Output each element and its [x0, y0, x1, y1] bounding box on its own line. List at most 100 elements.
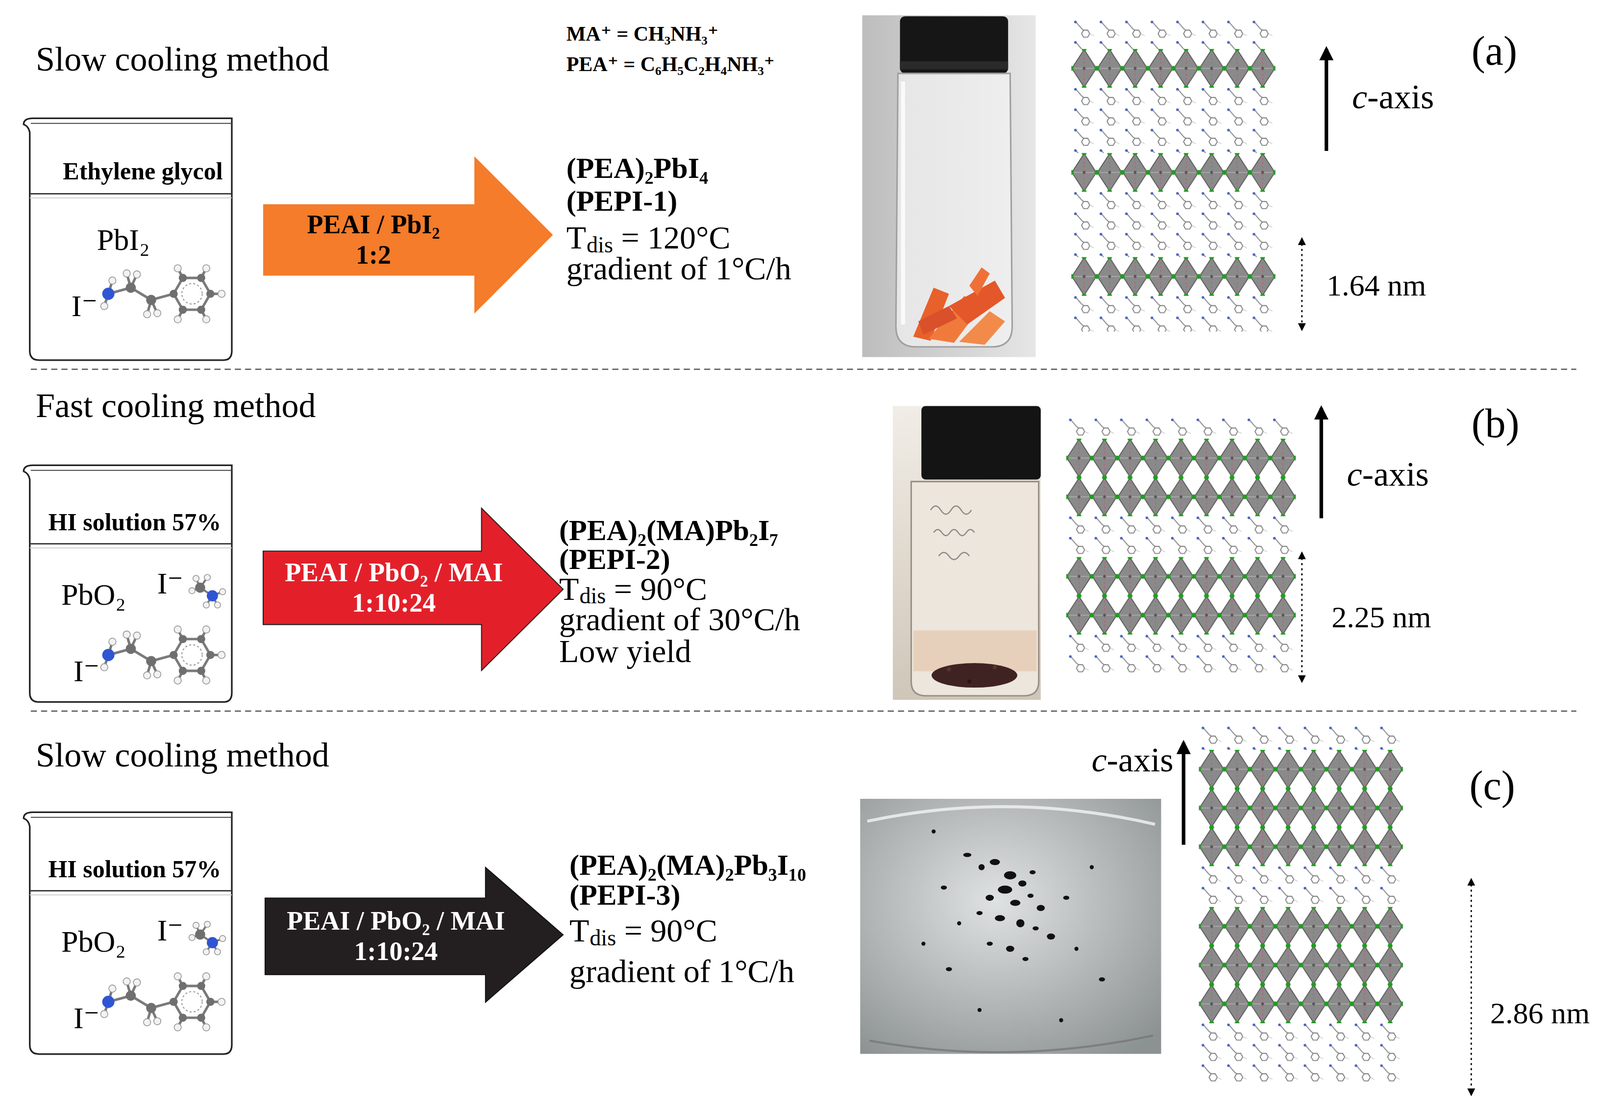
crystal-structure — [1198, 749, 1403, 866]
ion-label: I⁻ — [73, 653, 100, 689]
reaction-arrow: PEAI / PbO₂ / MAI 1:10:24 — [265, 867, 564, 1003]
dimension-label-holder: 2.25 nm — [1331, 599, 1431, 635]
temperature-value-holder: = 90°C — [624, 911, 718, 950]
vial-photo — [992, 664, 997, 669]
method-title-holder: Fast cooling method — [35, 386, 317, 426]
crystal-photo — [1016, 919, 1025, 928]
ion-label-holder: I⁻ — [73, 1000, 100, 1036]
vial-photo — [946, 666, 951, 671]
compound-code: (PEPI-1) — [566, 184, 678, 219]
crystal-structure — [1066, 418, 1296, 440]
crystal-structure — [1071, 191, 1276, 257]
crystal-photo — [867, 806, 1156, 825]
molecule-illustration — [189, 921, 226, 956]
subscript-label-holder: dis — [589, 924, 616, 951]
panel-separator — [30, 368, 1577, 370]
axis-arrow — [1319, 408, 1324, 519]
crystal-photo — [963, 852, 972, 857]
crystal-structure — [1066, 438, 1296, 517]
crystal-photo — [1074, 946, 1079, 951]
compound-formula: (PEA)₂PbI₄ — [566, 151, 709, 186]
crystal-structure — [1066, 557, 1296, 635]
cooling-rate-holder: gradient of 1°C/h — [569, 952, 795, 990]
formula-note-holder: PEA⁺ = C₆H₅C₂H₄NH₃⁺ — [566, 52, 775, 76]
beaker-node: Ethylene glycolPbI₂I⁻ — [20, 114, 241, 365]
vial-photo — [895, 73, 1012, 347]
crystal-structure — [1198, 907, 1403, 1024]
beaker-outline — [23, 118, 232, 361]
arrow-shape — [265, 867, 564, 1003]
dimension-label-holder: 1.64 nm — [1326, 268, 1427, 303]
compound-formula: (PEA)₂(MA)₂Pb₃I₁₀ — [569, 848, 807, 883]
beaker-outline — [20, 808, 241, 1059]
crystal-structure — [1066, 634, 1296, 676]
vial-photo — [967, 679, 972, 684]
reagent-ratio: PEAI / PbO₂ / MAI 1:10:24 — [266, 557, 522, 618]
ion-label-holder: I⁻ — [157, 912, 184, 948]
reagent-ratio-holder: PEAI / PbO₂ / MAI 1:10:24 — [268, 905, 524, 967]
crystal-structure — [1071, 257, 1276, 296]
liquid-surface — [29, 193, 232, 195]
crystal-photo — [1004, 871, 1017, 880]
crystal-photo — [860, 798, 1161, 1054]
crystal-structure — [1066, 516, 1296, 557]
crystal-photo — [976, 910, 983, 915]
reaction-arrow: PEAI / PbO₂ / MAI 1:10:24 — [263, 508, 564, 671]
crystal-photo — [986, 941, 993, 946]
crystal-structure — [1198, 865, 1403, 907]
crystal-photo — [860, 798, 1161, 1054]
crystal-structure — [1198, 865, 1403, 907]
crystal-structure — [1071, 87, 1276, 153]
crystal-photo — [931, 829, 936, 834]
crystal-photo — [977, 1008, 982, 1012]
crystal-structure — [1066, 418, 1296, 440]
vial-photo — [900, 61, 1009, 70]
crystal-photo — [1058, 1018, 1063, 1023]
ion-label: I⁻ — [73, 1000, 100, 1036]
molecule-illustration — [100, 625, 225, 685]
reagent-label: PbO₂ — [61, 577, 126, 613]
method-title: Slow cooling method — [35, 39, 330, 80]
compound-formula-holder: (PEA)₂PbI₄ — [566, 151, 709, 186]
reagent-label-holder: PbI₂ — [97, 222, 150, 258]
panel-separator — [30, 369, 1577, 712]
crystal-photo — [978, 863, 985, 870]
compound-formula: (PEA)₂(MA)Pb₂I₇ — [559, 513, 779, 548]
crystal-photo — [1032, 926, 1039, 931]
crystal-photo — [997, 885, 1012, 894]
molecule-illustration — [189, 574, 226, 609]
yield-note: Low yield — [559, 632, 691, 670]
crystal-photo — [1089, 864, 1094, 869]
reagent-ratio-holder: PEAI / PbO₂ / MAI 1:10:24 — [266, 557, 522, 618]
vial-photo — [930, 506, 975, 560]
crystal-photo — [1006, 945, 1015, 952]
crystal-photo — [957, 921, 961, 926]
solvent-label-holder: Ethylene glycol — [62, 157, 223, 186]
crystal-structure — [1071, 191, 1276, 257]
crystal-photo — [921, 941, 926, 946]
subscript-label: dis — [589, 924, 616, 951]
panel-letter-holder: (c) — [1469, 762, 1515, 810]
crystal-structure — [1071, 295, 1276, 332]
crystal-structure — [1071, 152, 1276, 192]
axis-label: c-axis — [1091, 740, 1174, 781]
dimension-label: 1.64 nm — [1326, 268, 1427, 303]
axis-arrow — [1183, 49, 1327, 845]
yield-note-holder: Low yield — [559, 632, 691, 670]
vial-photo — [969, 267, 990, 296]
ion-label: I⁻ — [157, 912, 184, 948]
ion-label-holder: I⁻ — [73, 653, 100, 689]
dimension-label: 2.86 nm — [1490, 995, 1590, 1031]
crystal-structure — [1066, 516, 1296, 557]
crystal-structure — [1198, 907, 1403, 1024]
beaker-outline — [23, 465, 232, 703]
crystal-structure — [1066, 557, 1296, 635]
crystal-photo — [869, 1035, 1154, 1053]
vial-photo — [921, 406, 1041, 480]
axis-label-holder: c-axis — [1347, 454, 1429, 495]
compound-code-holder: (PEPI-1) — [566, 184, 678, 219]
vial-photo — [892, 406, 1041, 701]
crystal-photo — [1029, 870, 1036, 875]
crystal-structure — [1066, 418, 1296, 676]
beaker-node: HI solution 57%PbO₂I⁻I⁻ — [20, 808, 241, 1059]
